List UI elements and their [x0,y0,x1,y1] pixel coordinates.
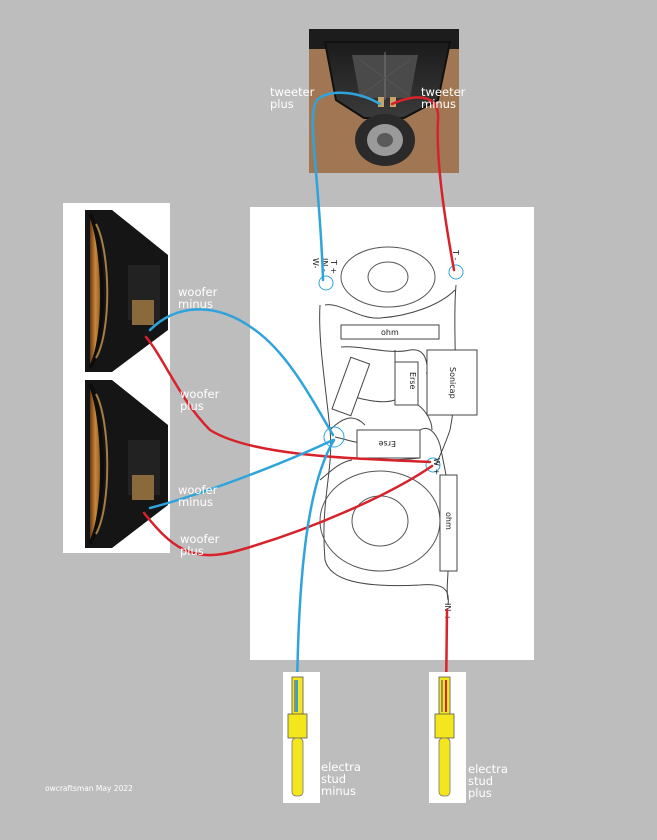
label-ohm-top: ohm [381,328,399,337]
label-tweeter-minus: tweeter minus [421,85,466,111]
label-sonicap: Sonicap [448,367,457,399]
top-inductor [340,246,436,308]
label-woofer-plus-bottom: woofer plus [180,532,220,558]
label-ohm-vertical: ohm [444,512,453,530]
woofer-bottom-photo [85,380,168,548]
crossover-board [250,207,534,660]
label-woofer-minus-bottom: woofer minus [178,483,218,509]
wire-electra-minus-blue [295,438,336,702]
tweeter-photo [309,29,459,173]
terminal-tplus-wminus [318,275,334,291]
wire-tweeter-minus-red [390,96,456,272]
label-in-minus: IN - [320,258,329,272]
wire-woofer-top-minus-blue [148,308,335,437]
resistor-ohm-vertical [439,474,458,572]
cap-sonicap [426,349,478,416]
label-t-minus: T - [451,249,460,260]
wire-tweeter-plus-blue [311,91,382,282]
label-t-plus: T + [329,259,338,274]
label-tweeter-plus: tweeter plus [270,85,315,111]
resistor-diagonal [331,356,371,417]
terminal-tminus [448,264,464,280]
woofer-photo-panel [63,203,170,553]
terminal-common-minus [323,426,345,448]
woofer-top-photo [85,210,168,372]
label-erse-horizontal: Erse [378,439,396,448]
cap-erse-horizontal [356,429,421,459]
cap-erse-vertical [394,361,419,406]
label-w-minus: W- [311,258,320,269]
label-woofer-plus-top: woofer plus [180,387,220,413]
label-w-plus: W + [432,458,441,475]
resistor-ohm-top [340,324,440,340]
credit-text: owcraftsman May 2022 [45,784,133,793]
label-erse-vertical: Erse [408,372,417,390]
wires [142,91,456,702]
label-woofer-minus-top: woofer minus [178,285,218,311]
label-electra-minus: electra stud minus [321,760,361,798]
wire-woofer-top-plus-red [144,335,432,464]
wire-woofer-bottom-minus-blue [148,438,335,510]
electra-stud-plus [429,672,466,803]
label-electra-plus: electra stud plus [468,762,508,800]
terminal-wplus [425,457,441,473]
wire-woofer-bottom-plus-red [142,464,434,557]
electra-stud-minus [283,672,320,803]
